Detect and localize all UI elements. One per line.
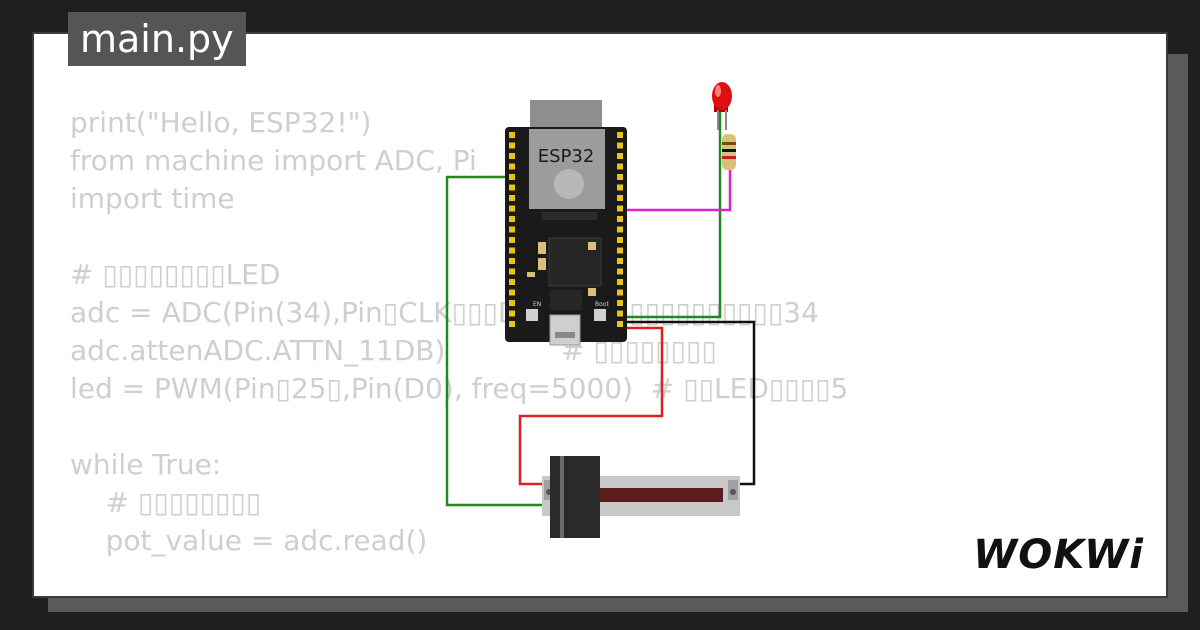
code-line: led = PWM(Pin▯25▯,Pin(D0), freq=5000) # … [70, 372, 849, 405]
pin [617, 226, 623, 233]
pin [509, 195, 515, 201]
code-editor: print("Hello, ESP32!") from machine impo… [70, 104, 848, 560]
pin [617, 132, 623, 138]
code-line: pot_value = adc.read() [70, 524, 428, 557]
pin [617, 289, 623, 296]
code-line: import time [70, 182, 235, 215]
pin [617, 321, 623, 327]
pin [509, 321, 515, 327]
boot-button[interactable] [594, 309, 606, 321]
en-button[interactable] [526, 309, 538, 321]
pin [509, 247, 515, 254]
circuit-diagram: ESP32 EN Boot [445, 82, 756, 538]
pin [509, 174, 515, 180]
pin [617, 268, 623, 275]
file-tab[interactable]: main.py [68, 12, 246, 66]
code-line: print("Hello, ESP32!") [70, 106, 372, 139]
pin-header-right [617, 132, 623, 327]
pin [617, 258, 623, 264]
wire-black [627, 320, 756, 486]
pin [509, 289, 515, 296]
pin-header-left [509, 132, 515, 327]
pin [617, 142, 623, 149]
code-line: from machine import ADC, Pi [70, 144, 477, 177]
code-line: adc = ADC(Pin(34),Pin▯CLK▯▯▯D0▯) # ▯▯▯▯▯… [70, 296, 819, 329]
pin [617, 216, 623, 222]
preview-card: print("Hello, ESP32!") from machine impo… [32, 32, 1168, 598]
esp32-board[interactable]: ESP32 EN Boot [505, 100, 627, 346]
slide-potentiometer[interactable] [542, 456, 740, 538]
pin [509, 226, 515, 233]
pin [509, 258, 515, 264]
pin [509, 216, 515, 222]
pin [509, 300, 515, 306]
pin [509, 205, 515, 212]
pin [509, 132, 515, 138]
pin [617, 184, 623, 191]
pin [617, 310, 623, 317]
pin [617, 279, 623, 285]
pin [509, 163, 515, 170]
pin [617, 300, 623, 306]
board-label: ESP32 [538, 146, 595, 167]
resistor[interactable] [722, 134, 736, 170]
pin [617, 247, 623, 254]
wire-green-led [627, 112, 722, 319]
pin [617, 237, 623, 243]
usb-port [549, 314, 581, 346]
code-line: # ▯▯▯▯▯▯▯▯ [70, 486, 262, 519]
pin [617, 174, 623, 180]
pin [509, 184, 515, 191]
pin [617, 163, 623, 170]
code-line: while True: [70, 448, 222, 481]
pin [617, 153, 623, 159]
boot-label: Boot [595, 301, 609, 308]
pin [509, 237, 515, 243]
pin [509, 153, 515, 159]
code-line: # ▯▯▯▯▯▯▯▯LED [70, 258, 281, 291]
pin [617, 205, 623, 212]
pin [509, 142, 515, 149]
led[interactable] [712, 82, 732, 130]
pin [509, 268, 515, 275]
pin [617, 195, 623, 201]
pin [509, 310, 515, 317]
wire-green-left [445, 175, 542, 507]
wire-red [518, 326, 664, 486]
wokwi-logo: WOKWi [973, 532, 1144, 578]
en-label: EN [533, 301, 541, 308]
pin [509, 279, 515, 285]
